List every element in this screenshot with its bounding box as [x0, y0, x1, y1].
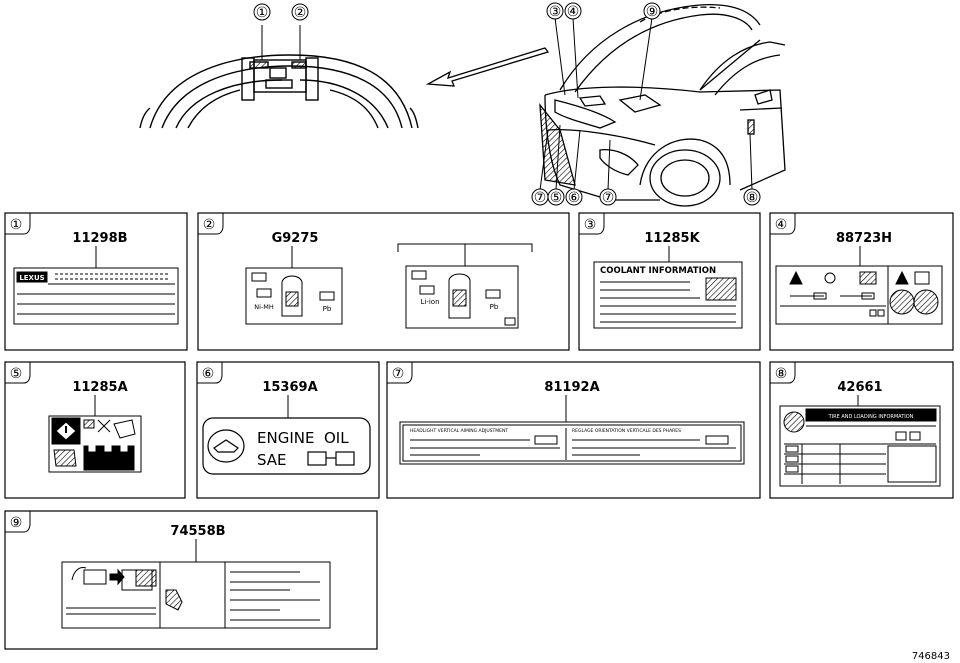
panel-9-label-drawing: [61, 561, 331, 629]
panel-7-label-drawing: [399, 421, 745, 465]
panel-6-line2: SAE: [257, 451, 287, 469]
callout-1-text: ①: [256, 5, 269, 21]
callout-9: [643, 2, 661, 20]
callout-5: [547, 188, 565, 206]
panel-3-label-drawing: [593, 261, 743, 329]
panel-2-label-a: [245, 267, 343, 325]
panel-9-number: ⑨: [10, 515, 23, 531]
panel-7-left-text: HEADLIGHT VERTICAL AIMING ADJUSTMENT: [410, 428, 508, 434]
callout-2: [291, 3, 309, 21]
panel-6-part-number: 15369A: [262, 380, 317, 395]
panel-2-lead-b: Pb: [490, 303, 499, 311]
panel-1-part-number: 11298B: [72, 231, 127, 246]
panel-2-hybrid-b: Li-ion: [420, 298, 439, 306]
callout-7a-text: ⑦: [534, 190, 547, 206]
panel-6-number: ⑥: [202, 366, 215, 382]
callout-5-text: ⑤: [550, 190, 563, 206]
callout-7b: [599, 188, 617, 206]
panel-3-title: COOLANT INFORMATION: [600, 266, 716, 276]
panel-1-number: ①: [10, 217, 23, 233]
panel-5-part-number: 11285A: [72, 380, 127, 395]
callout-1: [253, 3, 271, 21]
panel-7-right-text: REGLAGE ORIENTATION VERTICALE DES PHARES: [572, 428, 681, 434]
figure-id: 746843: [912, 651, 950, 662]
callout-3: [546, 2, 564, 20]
panel-3-number: ③: [584, 217, 597, 233]
callout-8-text: ⑧: [746, 190, 759, 206]
panel-3-part-number: 11285K: [644, 231, 700, 246]
panel-6-label-drawing: [202, 417, 371, 475]
vehicle-front-illustration: [539, 4, 786, 207]
panel-2-label-b: [405, 265, 519, 329]
panel-7-part-number: 81192A: [544, 380, 599, 395]
panel-4-number: ④: [775, 217, 788, 233]
panel-9-part-number: 74558B: [170, 524, 225, 539]
callout-4: [564, 2, 582, 20]
callout-7b-text: ⑦: [602, 190, 615, 206]
callout-8: [743, 188, 761, 206]
panel-8-title: TIRE AND LOADING INFORMATION: [828, 414, 914, 420]
callout-4-text: ④: [567, 4, 580, 20]
panel-8-part-number: 42661: [837, 380, 882, 395]
callout-9-text: ⑨: [646, 4, 659, 20]
panel-1-brand: LEXUS: [19, 274, 44, 282]
panel-8-label-drawing: [779, 405, 941, 487]
panel-4-part-number: 88723H: [836, 231, 892, 246]
panel-2-hybrid-a: Ni-MH: [254, 303, 274, 311]
panel-4-label-drawing: [775, 265, 943, 325]
hood-underside-illustration: [139, 25, 419, 129]
panel-5-label-drawing: [48, 415, 142, 473]
panel-8-number: ⑧: [775, 366, 788, 382]
panel-number-tabs: [5, 213, 796, 533]
callout-2-text: ②: [294, 5, 307, 21]
direction-arrow: [425, 47, 550, 87]
callout-6: [565, 188, 583, 206]
callout-6-text: ⑥: [568, 190, 581, 206]
panel-frames: [4, 212, 954, 650]
panel-7-number: ⑦: [392, 366, 405, 382]
panel-2-lead-a: Pb: [323, 305, 332, 313]
panel-2-part-number: G9275: [272, 231, 319, 246]
callout-3-text: ③: [549, 4, 562, 20]
panel-2-number: ②: [203, 217, 216, 233]
panel-1-label-drawing: [13, 267, 179, 325]
panel-6-line1: ENGINE OIL: [257, 429, 349, 447]
panel-5-number: ⑤: [10, 366, 23, 382]
